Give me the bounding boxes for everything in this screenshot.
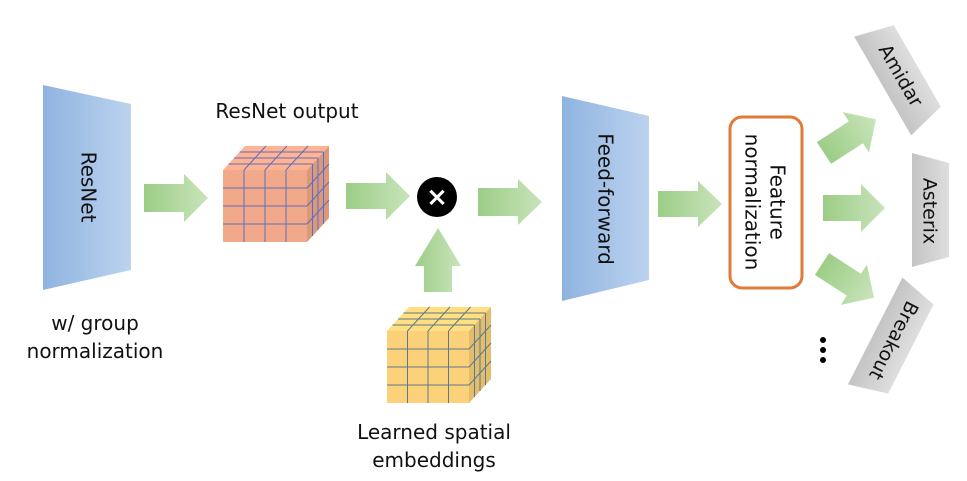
cube-grid-line <box>468 360 492 386</box>
ellipsis-dot <box>820 357 826 363</box>
head-asterix: Asterix <box>912 153 949 267</box>
ellipsis-dot <box>820 347 826 353</box>
head-asterix-shape <box>912 153 949 267</box>
feature-normalization-block: Feature normalization <box>728 115 804 290</box>
arrow-multiply-to-feedforward <box>478 179 542 225</box>
arrow-resnet-to-output <box>144 174 208 222</box>
multiply-icon: × <box>426 183 448 213</box>
multiply-circle <box>417 177 457 217</box>
feed-forward-block: Feed-forward <box>562 96 649 301</box>
ellipsis-dot <box>820 337 826 343</box>
resnet-caption-line2: normalization <box>27 339 164 363</box>
feature-normalization-box <box>728 115 804 290</box>
more-heads-ellipsis <box>820 337 826 363</box>
resnet-label: ResNet <box>77 152 101 223</box>
arrow-norm-to-breakout <box>814 253 874 305</box>
spatial-embeddings-cube <box>387 306 492 403</box>
resnet-output-cube <box>223 145 330 242</box>
resnet-caption-line1: w/ group <box>51 311 139 335</box>
resnet-block: ResNet <box>43 85 131 290</box>
cube-grid-line <box>285 145 309 171</box>
head-asterix-label: Asterix <box>919 178 941 244</box>
resnet-trapezoid <box>43 85 131 290</box>
arrow-embeddings-to-multiply <box>415 228 461 292</box>
head-amidar-shape <box>854 25 941 136</box>
feature-norm-label-line1: Feature <box>766 164 790 240</box>
multiply-node: × <box>417 177 457 217</box>
head-breakout-shape <box>847 277 934 394</box>
arrow-norm-to-amidar <box>816 112 876 164</box>
cube-grid-line <box>448 306 471 332</box>
cube-grid-line <box>306 199 330 225</box>
resnet-output-label: ResNet output <box>215 99 358 123</box>
embeddings-label-line1: Learned spatial <box>357 420 511 444</box>
arrow-feedforward-to-norm <box>658 181 722 227</box>
feed-forward-label: Feed-forward <box>594 133 618 265</box>
embeddings-label-line2: embeddings <box>372 448 496 472</box>
feature-norm-label-line2: normalization <box>741 134 765 271</box>
feed-forward-trapezoid <box>562 96 649 301</box>
arrow-norm-to-asterix <box>823 184 885 232</box>
arrow-output-to-multiply <box>346 172 410 220</box>
